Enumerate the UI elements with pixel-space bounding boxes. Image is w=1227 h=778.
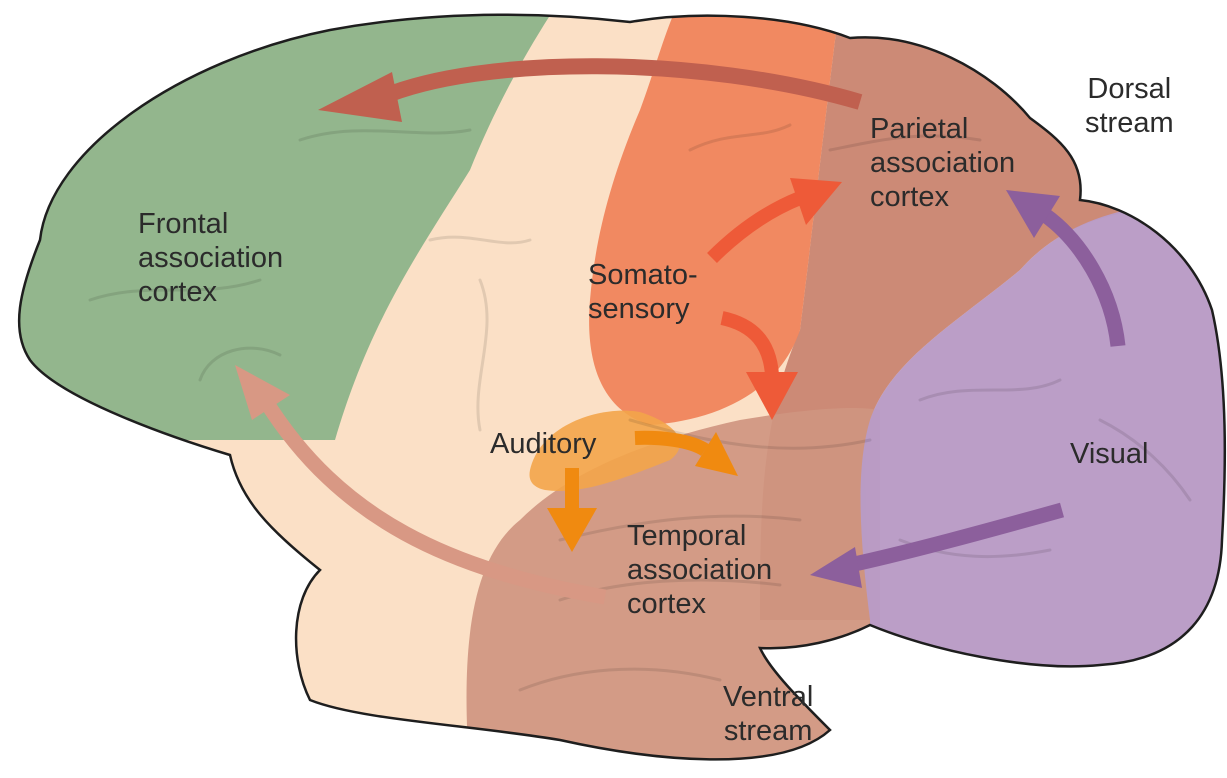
somatosensory-label-line-2: sensory [588,292,698,326]
temporal-label: Temporal association cortex [627,519,772,621]
visual-label-line-1: Visual [1070,437,1148,471]
parietal-label-line-2: association [870,146,1015,180]
parietal-label-line-1: Parietal [870,112,1015,146]
parietal-label-line-3: cortex [870,180,1015,214]
frontal-label-line-2: association [138,241,283,275]
auditory-label-line-1: Auditory [490,427,596,461]
dorsal-stream-label: Dorsal stream [1085,72,1174,140]
parietal-label: Parietal association cortex [870,112,1015,214]
somatosensory-label-line-1: Somato- [588,258,698,292]
frontal-label: Frontal association cortex [138,207,283,309]
temporal-label-line-2: association [627,553,772,587]
frontal-label-line-3: cortex [138,275,283,309]
dorsal-stream-label-line-2: stream [1085,106,1174,140]
ventral-stream-label-line-1: Ventral [723,680,813,714]
auditory-label: Auditory [490,427,596,461]
temporal-label-line-1: Temporal [627,519,772,553]
somatosensory-label: Somato- sensory [588,258,698,326]
visual-label: Visual [1070,437,1148,471]
frontal-label-line-1: Frontal [138,207,283,241]
ventral-stream-label-line-2: stream [723,714,813,748]
temporal-label-line-3: cortex [627,587,772,621]
ventral-stream-label: Ventral stream [723,680,813,748]
dorsal-stream-label-line-1: Dorsal [1085,72,1174,106]
